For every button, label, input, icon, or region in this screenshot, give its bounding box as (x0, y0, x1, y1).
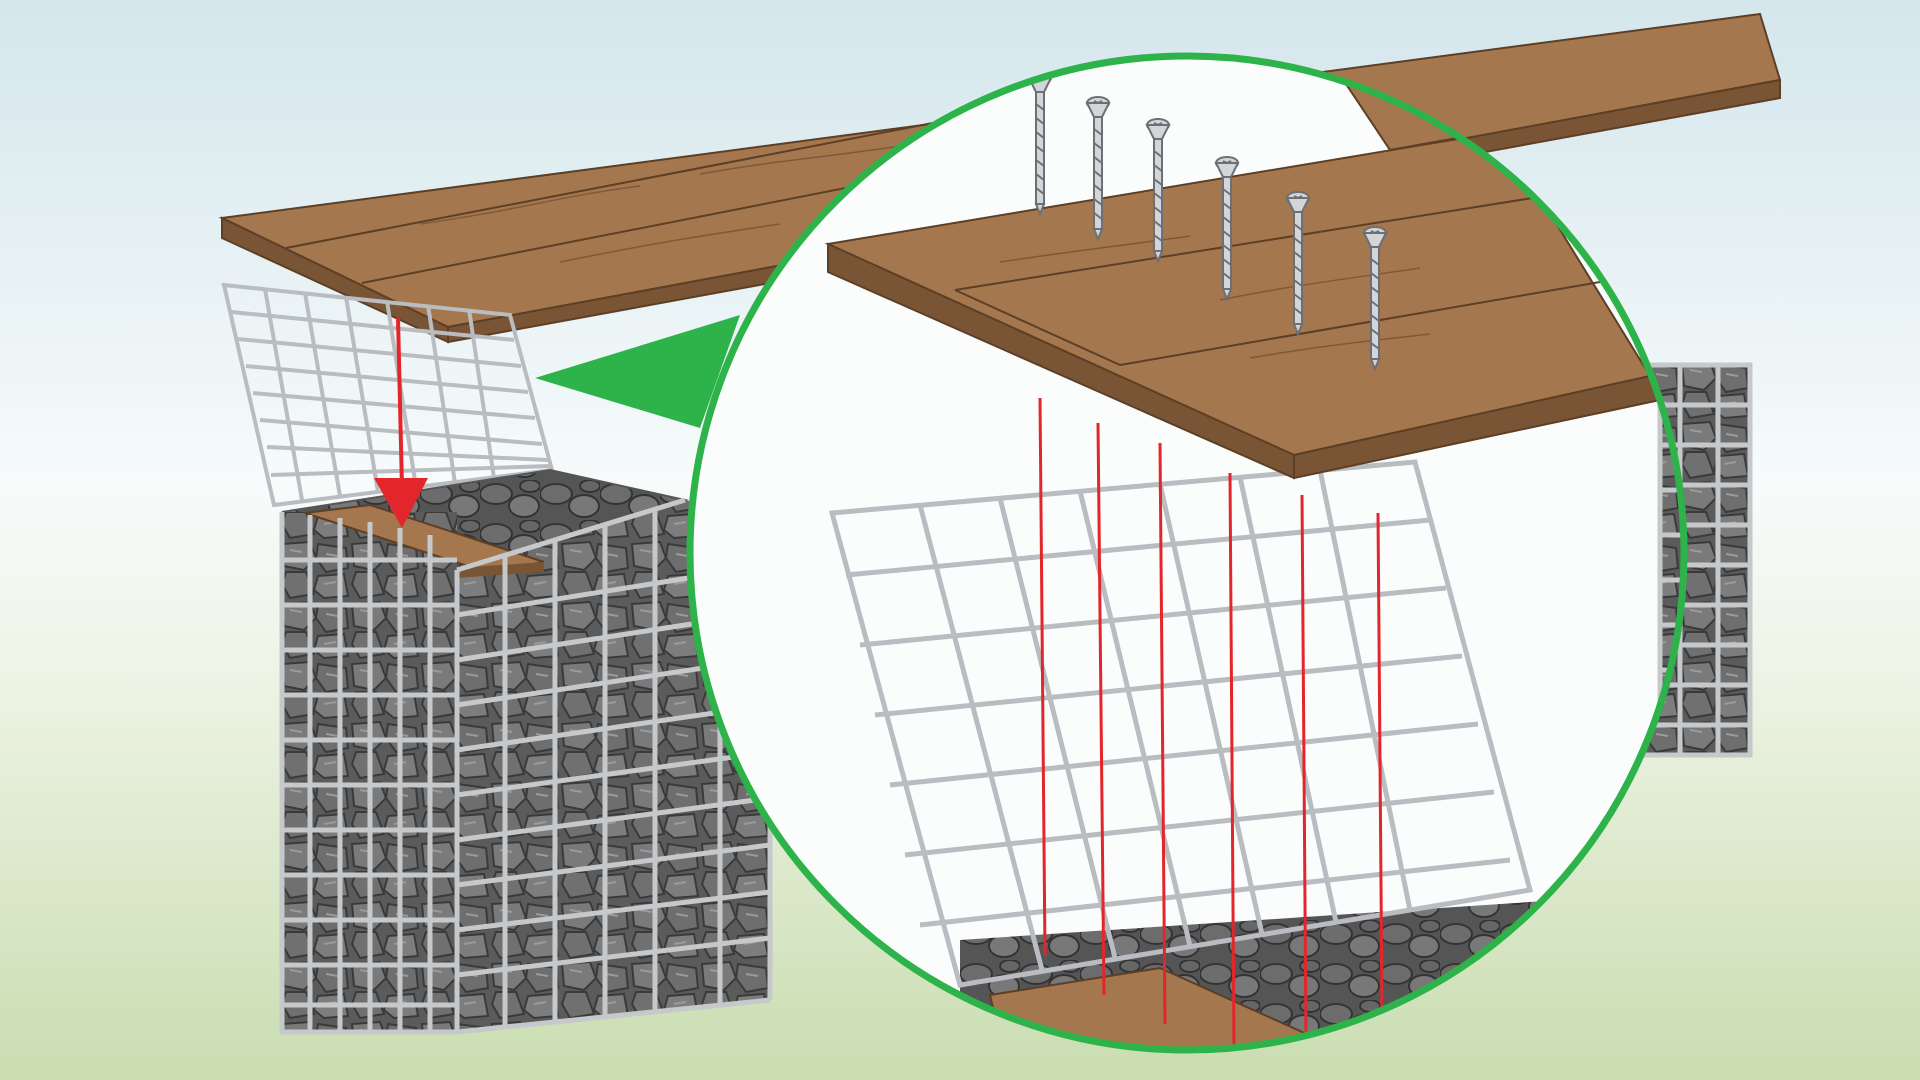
zoom-bench-plank (824, 130, 1662, 480)
callout-pointer (535, 315, 740, 428)
countersunk-screw-icon (1362, 226, 1388, 372)
screw-guide-lines (1038, 397, 1384, 1050)
countersunk-screw-icon (1145, 118, 1171, 264)
callout-circle-border (686, 52, 1688, 1054)
zoom-wood-spacer-pad (988, 966, 1324, 1050)
countersunk-screw-icon (1285, 191, 1311, 337)
left-gabion-basket (279, 468, 773, 1035)
zoom-callout (686, 52, 1688, 1054)
countersunk-screw-icon (1085, 96, 1111, 242)
countersunk-screw-icon (1214, 156, 1240, 302)
red-down-arrow-icon (374, 317, 428, 528)
screws (1027, 71, 1388, 372)
zoom-mesh-panel (828, 459, 1534, 988)
